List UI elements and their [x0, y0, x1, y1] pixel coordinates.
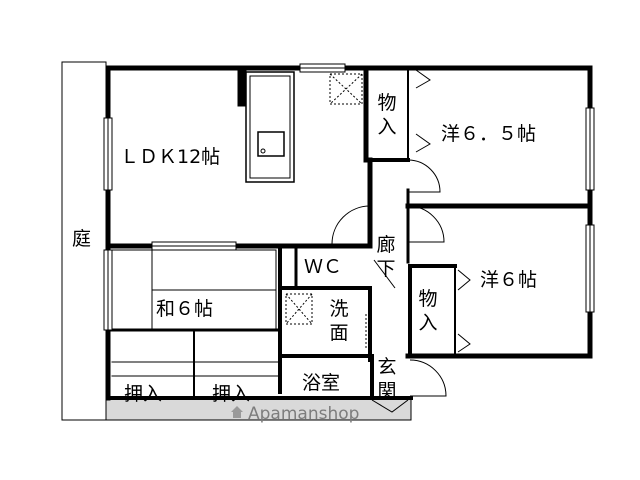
watermark-house-icon	[231, 406, 243, 418]
garden-area	[61, 61, 107, 421]
room-label-hallway: 廊下	[376, 234, 396, 280]
walls	[105, 65, 593, 401]
kitchen-counter	[237, 69, 295, 183]
room-label-closet-right: 押入	[212, 383, 251, 405]
room-label-closet-left: 押入	[124, 383, 163, 405]
fridge-space	[329, 73, 363, 105]
room-label-garden: 庭	[72, 228, 92, 250]
room-label-bath: 浴室	[302, 372, 341, 394]
doors	[331, 69, 471, 413]
windows	[103, 63, 595, 331]
room-label-western-6: 洋６帖	[480, 269, 538, 291]
room-label-storage-mid: 物入	[418, 288, 438, 334]
room-label-ldk: ＬＤＫ12帖	[120, 146, 221, 168]
room-label-wc: ＷＣ	[304, 256, 343, 278]
room-label-japanese-6: 和６帖	[156, 298, 214, 320]
washer-space	[285, 293, 313, 325]
room-label-storage-top: 物入	[377, 92, 397, 138]
watermark-text: Apamanshop	[248, 404, 360, 424]
room-label-washroom: 洗面	[329, 298, 349, 344]
room-label-entrance: 玄関	[377, 356, 397, 402]
room-label-western-6-5: 洋６．５帖	[441, 123, 537, 145]
